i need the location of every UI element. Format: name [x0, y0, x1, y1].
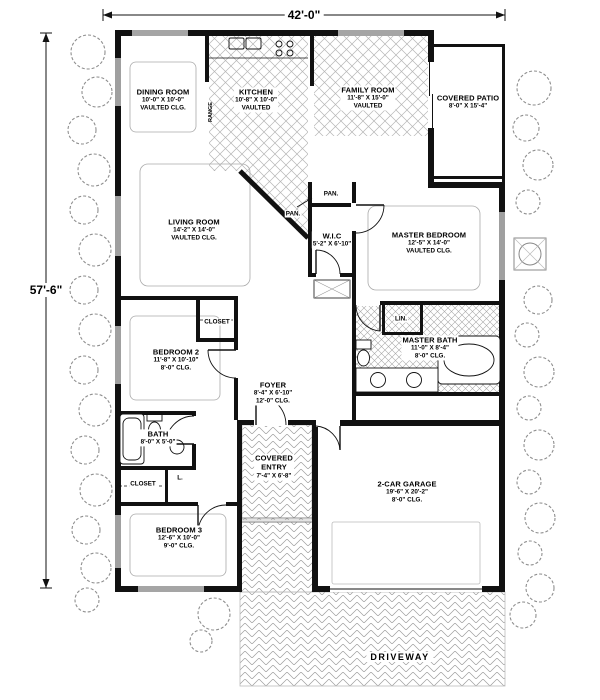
room-name: COVERED: [255, 453, 293, 463]
height-dimension-label: 57'-6": [26, 283, 66, 297]
room-size: 8'-4" X 6'-10": [253, 389, 293, 397]
kitchen-sink-icon: [209, 37, 308, 59]
room-name: BATH: [147, 429, 169, 439]
walk-in-closet-label: W.I.C 5'-2" X 6'-10": [311, 231, 353, 249]
linen-label: LIN.: [394, 315, 408, 323]
foyer-label: FOYER 8'-4" X 6'-10" 12'-0" CLG.: [252, 380, 294, 406]
room-size: 5'-2" X 6'-10": [312, 240, 352, 248]
room-size: 10'-8" X 10'-0": [235, 96, 277, 104]
kitchen-label: KITCHEN 10'-8" X 10'-0" VAULTED: [234, 87, 278, 113]
room-size: 12'-6" X 10'-0": [158, 534, 200, 542]
room-name: 2-CAR GARAGE: [377, 479, 437, 489]
room-size: 11'-8" X 15'-0": [347, 94, 389, 102]
room-size: 7'-4" X 6'-8": [256, 472, 292, 480]
covered-entry-label: COVERED ENTRY 7'-4" X 6'-8": [254, 453, 294, 481]
room-ceiling: 12'-0" CLG.: [256, 397, 290, 405]
driveway-pavers: [239, 591, 506, 687]
room-name: ENTRY: [261, 463, 287, 473]
stove-icon: [275, 40, 294, 57]
bedroom2-label: BEDROOM 2 11'-8" X 10'-10" 8'-0" CLG.: [151, 347, 201, 373]
closet-label: CLOSET: [129, 480, 157, 488]
vanity-counter: [355, 367, 439, 393]
room-name: DINING ROOM: [136, 87, 190, 97]
room-name: FAMILY ROOM: [341, 85, 395, 95]
covered-patio-label: COVERED PATIO 8'-0" X 15'-4": [435, 93, 501, 111]
sink-icon: [169, 439, 185, 455]
driveway-label: DRIVEWAY: [366, 652, 434, 662]
bedroom3-label: BEDROOM 3 12'-6" X 10'-0" 9'-0" CLG.: [154, 525, 204, 551]
room-size: 14'-2" X 14'-0": [173, 226, 215, 234]
living-room-label: LIVING ROOM 14'-2" X 14'-0" VAULTED CLG.: [167, 217, 221, 243]
closet-label: CLOSET: [203, 318, 231, 326]
pantry-label: PAN.: [322, 190, 340, 198]
toilet-icon: [357, 349, 370, 367]
range-label: RANGE: [208, 102, 214, 122]
garage-label: 2-CAR GARAGE 19'-6" X 20'-2" 8'-0" CLG.: [376, 479, 438, 505]
dimension-line-left: [40, 32, 52, 589]
width-dimension-label: 42'-0": [284, 8, 324, 22]
entry-steps: [242, 517, 312, 523]
room-name: COVERED PATIO: [436, 93, 500, 103]
landscaping-trees-bottom: [189, 597, 231, 653]
room-name: BEDROOM 2: [152, 347, 200, 357]
kitchen-tile-floor: [209, 36, 308, 237]
pantry-leader-arrow: [296, 197, 313, 208]
room-ceiling: VAULTED CLG.: [140, 104, 186, 112]
room-outline-rects: [129, 61, 481, 585]
room-name: MASTER BEDROOM: [391, 230, 467, 240]
room-size: 12'-5" X 14'-0": [408, 239, 450, 247]
planter-pad: [513, 237, 547, 271]
room-ceiling: 8'-0" CLG.: [160, 364, 192, 372]
room-size: 11'-8" X 10'-10": [153, 356, 199, 364]
bath-label: BATH 8'-0" X 5'-0": [139, 429, 177, 447]
room-name: LIVING ROOM: [168, 217, 220, 227]
sink-icon: [370, 372, 386, 388]
room-name: MASTER BATH: [402, 335, 458, 345]
room-ceiling: VAULTED CLG.: [406, 247, 452, 255]
room-name: FOYER: [259, 380, 287, 390]
landscaping-trees-left: [67, 34, 113, 613]
room-ceiling: 9'-0" CLG.: [163, 542, 195, 550]
angled-kitchen-wall: [238, 169, 310, 240]
room-size: 10'-0" X 10'-0": [142, 96, 184, 104]
room-ceiling: VAULTED: [241, 104, 271, 112]
laundry-label: L.: [176, 474, 184, 482]
room-name: BEDROOM 3: [155, 525, 203, 535]
master-bedroom-label: MASTER BEDROOM 12'-5" X 14'-0" VAULTED C…: [390, 230, 468, 256]
room-ceiling: 8'-0" CLG.: [414, 352, 446, 360]
walkway-pavers: [239, 521, 315, 593]
room-size: 8'-0" X 15'-4": [448, 102, 488, 110]
windows: [115, 30, 505, 592]
room-name: W.I.C: [322, 231, 342, 241]
master-bath-fixtures: [355, 335, 501, 393]
door-openings: [191, 203, 380, 507]
sink-icon: [406, 372, 422, 388]
room-size: 19'-6" X 20'-2": [386, 488, 428, 496]
landscaping-trees-right: [509, 70, 556, 629]
room-size: 8'-0" X 5'-0": [140, 438, 176, 446]
room-ceiling: 8'-0" CLG.: [391, 496, 423, 504]
master-bath-label: MASTER BATH 11'-0" X 8'-4" 8'-0" CLG.: [401, 335, 459, 361]
pantry-label: PAN.: [284, 210, 302, 218]
room-name: KITCHEN: [238, 87, 274, 97]
room-size: 11'-0" X 8'-4": [410, 344, 450, 352]
dining-room-label: DINING ROOM 10'-0" X 10'-0" VAULTED CLG.: [135, 87, 191, 113]
family-room-label: FAMILY ROOM 11'-8" X 15'-0" VAULTED: [340, 85, 396, 111]
utility-closet: [313, 279, 351, 299]
room-ceiling: VAULTED CLG.: [171, 234, 217, 242]
room-ceiling: VAULTED: [353, 102, 383, 110]
